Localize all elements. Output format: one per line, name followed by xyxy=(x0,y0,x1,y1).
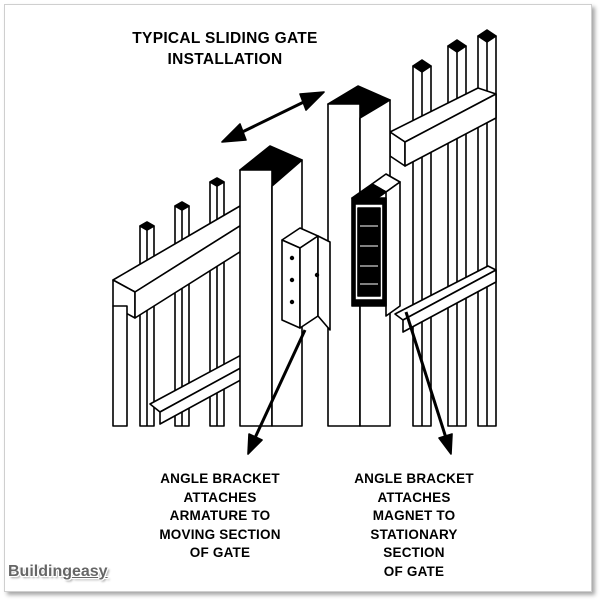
left-caption-line: ATTACHES xyxy=(183,489,257,505)
right-caption-line: OF GATE xyxy=(383,563,445,579)
left-caption: ANGLE BRACKET ATTACHES ARMATURE TO MOVIN… xyxy=(140,470,300,563)
right-caption-line: ANGLE BRACKET xyxy=(354,471,474,486)
diagram-title: TYPICAL SLIDING GATE INSTALLATION xyxy=(0,28,450,70)
moving-gate-picket-caps xyxy=(139,177,225,231)
right-caption-line: STATIONARY xyxy=(370,526,458,542)
magnet-assembly xyxy=(351,173,401,317)
stationary-gate-bottom-rail xyxy=(394,265,497,333)
logo-part-easy: easy xyxy=(71,563,108,580)
left-caption-line: MOVING SECTION xyxy=(159,526,281,542)
right-caption: ANGLE BRACKET ATTACHES MAGNET TO STATION… xyxy=(334,470,494,581)
right-caption-line: SECTION xyxy=(383,545,445,560)
sliding-direction-arrow xyxy=(221,91,325,143)
title-line-1: TYPICAL SLIDING GATE xyxy=(132,30,318,47)
left-caption-line: OF GATE xyxy=(189,545,251,560)
right-pointer-arrow xyxy=(404,311,453,455)
armature-angle-bracket xyxy=(281,227,331,331)
title-line-2: INSTALLATION xyxy=(167,51,283,68)
buildingeasy-logo: Buildingeasy xyxy=(8,563,108,581)
logo-part-building: Building xyxy=(8,563,72,580)
right-caption-line: ATTACHES xyxy=(377,489,451,505)
moving-gate-top-rail xyxy=(112,205,263,319)
moving-gate-section xyxy=(112,145,303,427)
stationary-gate-top-rail xyxy=(389,87,497,167)
moving-gate-frame-post xyxy=(112,305,128,427)
left-caption-line: ANGLE BRACKET xyxy=(160,471,280,486)
right-caption-line: MAGNET TO xyxy=(372,508,456,523)
left-caption-line: ARMATURE TO xyxy=(169,508,271,523)
left-pointer-arrow xyxy=(247,329,307,455)
